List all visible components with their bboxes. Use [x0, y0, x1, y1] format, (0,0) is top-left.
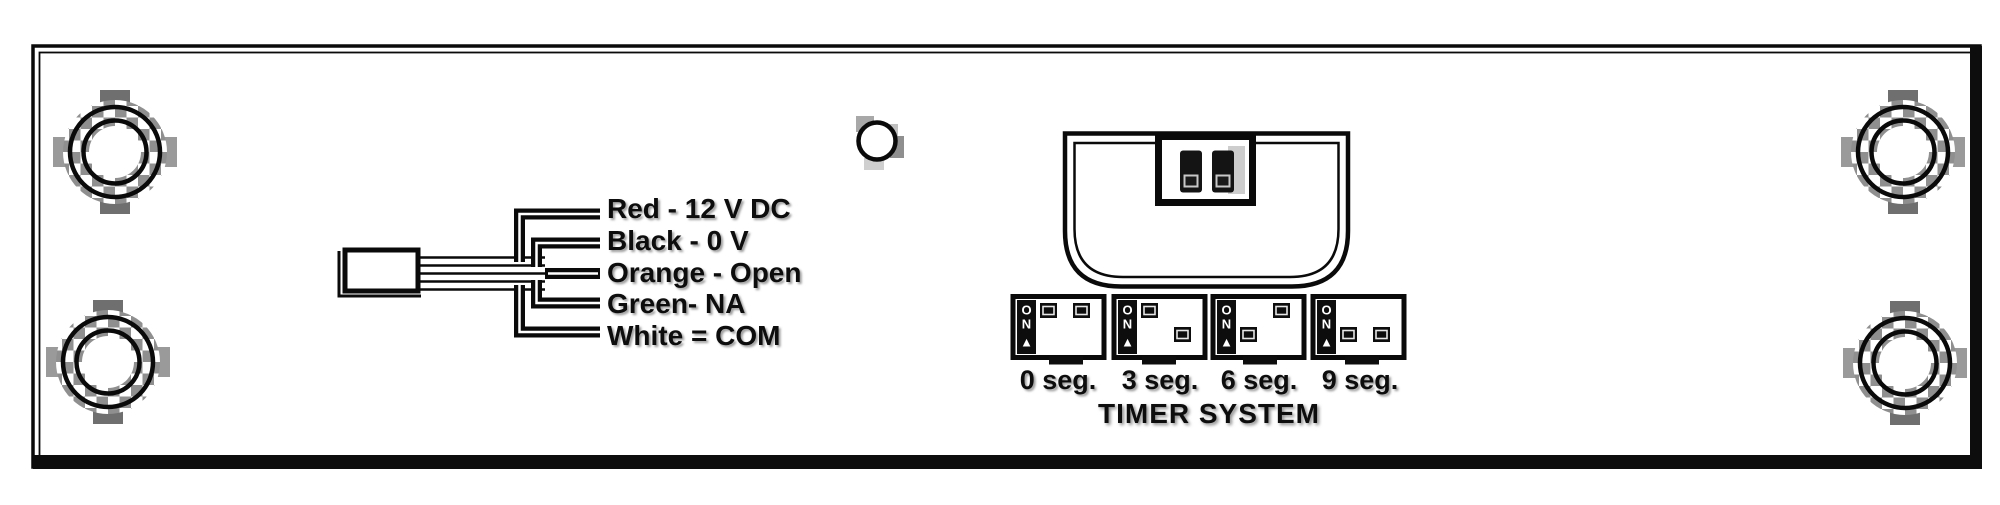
- switch-label-0seg: 0 seg.: [1020, 365, 1097, 395]
- dip-switch-6seg: ON ▲: [1210, 294, 1307, 365]
- switch-label-9seg: 9 seg.: [1322, 365, 1399, 395]
- dip-switch-3seg: ON ▲: [1111, 294, 1208, 365]
- dip-lever-inset: [1042, 305, 1055, 316]
- dip-lever-inset: [1143, 305, 1156, 316]
- on-direction-glyph: ▲: [1320, 335, 1333, 350]
- wire-label-red: Red - 12 V DC: [607, 193, 791, 224]
- dip-lever-inset: [1275, 305, 1288, 316]
- dip-lever-inset: [1176, 329, 1189, 340]
- on-direction-glyph: N: [1022, 317, 1031, 332]
- dip-lever-inset: [1342, 329, 1355, 340]
- panel-right-shadow: [1970, 46, 1982, 469]
- wire-bundle: [420, 256, 600, 291]
- on-direction-glyph: O: [1021, 303, 1031, 318]
- on-direction-glyph: N: [1123, 317, 1132, 332]
- wire-label-white: White = COM: [607, 320, 780, 351]
- dip-switch-9seg: ON ▲: [1310, 294, 1407, 365]
- dip-lever-inset: [1375, 329, 1388, 340]
- dip-lever-inset: [1075, 305, 1088, 316]
- on-direction-glyph: ▲: [1121, 335, 1134, 350]
- panel-bottom-shadow: [33, 455, 1981, 469]
- dip-lever-inset: [1242, 329, 1255, 340]
- round-hole-icon: [856, 116, 904, 170]
- wire-label-black: Black - 0 V: [607, 225, 749, 256]
- on-direction-glyph: N: [1222, 317, 1231, 332]
- switch-label-6seg: 6 seg.: [1221, 365, 1298, 395]
- on-direction-glyph: N: [1322, 317, 1331, 332]
- on-direction-glyph: O: [1221, 303, 1231, 318]
- connector-plug-icon: [337, 208, 600, 338]
- on-direction-glyph: ▲: [1020, 335, 1033, 350]
- dip-switch-0seg: ON ▲: [1010, 294, 1107, 365]
- panel-outline: [31, 44, 1982, 469]
- timer-system-caption: TIMER SYSTEM: [1098, 398, 1320, 429]
- switch-label-3seg: 3 seg.: [1122, 365, 1199, 395]
- on-direction-glyph: O: [1122, 303, 1132, 318]
- on-direction-glyph: ▲: [1220, 335, 1233, 350]
- terminal-block-icon: [1062, 131, 1351, 289]
- on-direction-glyph: O: [1321, 303, 1331, 318]
- wire-label-green: Green- NA: [607, 288, 745, 319]
- wire-label-orange: Orange - Open: [607, 257, 801, 288]
